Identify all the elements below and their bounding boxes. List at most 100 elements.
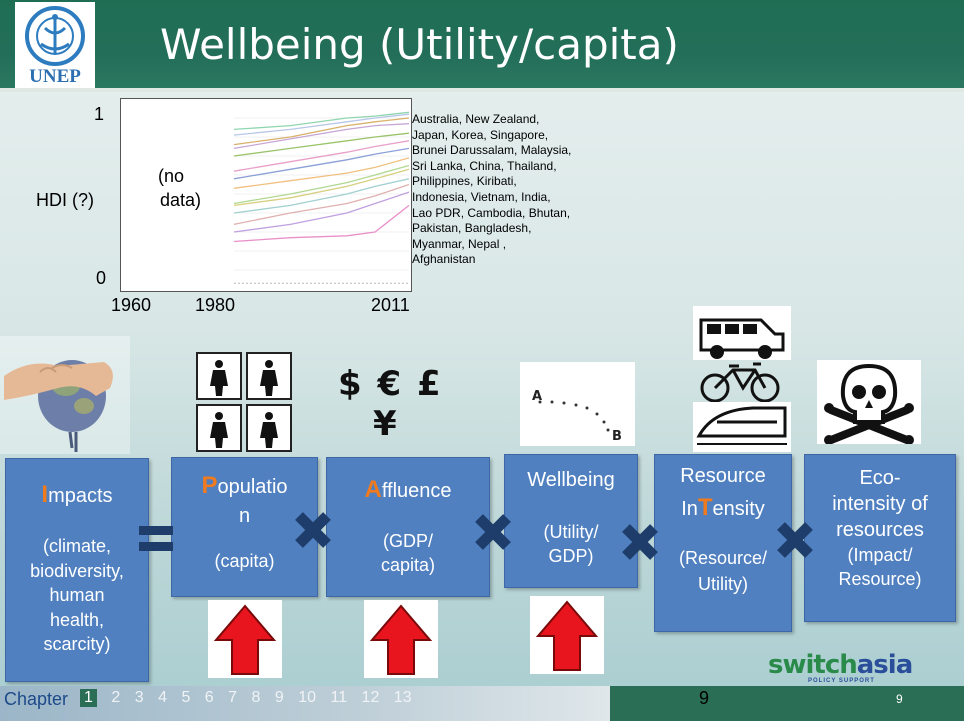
affluence-increase-arrow	[364, 600, 438, 678]
eco-title-line: Eco-	[859, 467, 901, 489]
multiply-sign-icon	[475, 514, 511, 550]
chapter-link-11[interactable]: 11	[330, 689, 348, 706]
country-list: Australia, New Zealand, Japan, Korea, Si…	[412, 112, 622, 268]
chapter-navigation: 1 2 3 4 5 6 7 8 9 10 11 12 13	[80, 689, 422, 707]
chapter-link-9[interactable]: 9	[274, 689, 284, 706]
title-bar-divider	[0, 88, 964, 92]
hdi-series-line	[233, 191, 410, 233]
impacts-rest: mpacts	[48, 485, 113, 507]
chapter-link-2[interactable]: 2	[111, 689, 121, 706]
impacts-sub-line: health,	[49, 609, 105, 630]
affluence-sub-line: (GDP/	[382, 531, 433, 551]
impacts-sub-line: (climate,	[42, 536, 111, 556]
affluence-subtitle: (GDP/ capita)	[327, 529, 489, 577]
wellbeing-subtitle: (Utility/ GDP)	[505, 520, 637, 568]
a-to-b-arrow-path-icon: A B	[532, 389, 622, 444]
country-list-line: Afghanistan	[412, 252, 476, 267]
hdi-series-line	[233, 183, 410, 226]
transport-vehicles-icon	[693, 306, 791, 452]
population-rest: opulatio	[217, 476, 288, 498]
intensity-subtitle: (Resource/ Utility)	[655, 545, 791, 597]
hdi-series-line	[233, 117, 410, 146]
hdi-series-line	[233, 123, 410, 150]
a-to-b-path-picture: A B	[520, 362, 635, 446]
population-title-wrap: n	[238, 505, 251, 527]
country-list-line: Indonesia, Vietnam, India,	[412, 189, 551, 204]
chapter-link-7[interactable]: 7	[228, 689, 238, 706]
chapter-link-3[interactable]: 3	[134, 689, 144, 706]
chapter-link-12[interactable]: 12	[361, 689, 380, 706]
chapter-link-6[interactable]: 6	[204, 689, 214, 706]
hdi-line-chart	[233, 111, 410, 284]
switch-logo-word: switch	[768, 650, 858, 680]
chapter-link-4[interactable]: 4	[158, 689, 167, 706]
y-axis-label: HDI (?)	[36, 190, 94, 210]
red-up-arrow-icon	[369, 604, 433, 675]
chapter-link-1[interactable]: 1	[80, 689, 97, 707]
hdi-series-line	[233, 113, 410, 136]
switch-asia-logo: switchasia POLICY SUPPORT	[768, 650, 928, 684]
hdi-series-line	[233, 140, 410, 172]
chapter-link-13[interactable]: 13	[393, 689, 412, 706]
no-data-label-2: data)	[160, 190, 202, 210]
country-list-line: Pakistan, Bangladesh,	[412, 221, 532, 236]
people-icon	[196, 352, 292, 452]
population-increase-arrow	[208, 600, 282, 678]
multiply-sign-icon	[777, 522, 813, 558]
chapter-nav-bar	[0, 686, 610, 721]
population-box: Populatio n (capita)	[171, 457, 318, 597]
impacts-sub-line: human	[49, 585, 105, 605]
affluence-title: Affluence	[327, 476, 489, 507]
impacts-subtitle: (climate, biodiversity, human health, sc…	[6, 534, 148, 657]
y-axis-min-label: 0	[96, 268, 107, 288]
population-people-icons	[196, 352, 292, 452]
hdi-series-line	[233, 111, 410, 131]
eco-title: Eco- intensity of resources	[805, 465, 955, 543]
multiply-sign-icon	[295, 512, 331, 548]
eco-intensity-box: Eco- intensity of resources (Impact/ Res…	[804, 454, 956, 622]
point-a-label: A	[532, 389, 542, 404]
affluence-sub-line: capita)	[380, 555, 436, 575]
hdi-series-line	[233, 178, 410, 214]
unep-emblem-icon	[25, 6, 85, 66]
country-list-line: Myanmar, Nepal ,	[412, 236, 507, 251]
multiply-sign-icon	[622, 524, 658, 560]
unep-logo-text: UNEP	[29, 66, 81, 87]
wellbeing-title: Wellbeing	[527, 469, 615, 491]
intensity-sub-line: Utility)	[698, 574, 748, 594]
country-list-line: Brunei Darussalam, Malaysia,	[412, 143, 572, 158]
country-list-line: Lao PDR, Cambodia, Bhutan,	[412, 205, 571, 220]
title-bar	[0, 0, 964, 90]
red-up-arrow-icon	[535, 600, 599, 671]
intensity-initial: T	[697, 494, 713, 521]
slide-title: Wellbeing (Utility/capita)	[160, 20, 679, 69]
skull-picture	[817, 360, 921, 445]
eco-sub-line: Resource)	[838, 569, 922, 589]
hdi-series-line	[233, 132, 410, 157]
hdi-chart-frame	[120, 98, 412, 292]
eco-sub-line: (Impact/	[847, 545, 913, 565]
equals-sign-icon	[139, 526, 173, 551]
hdi-series-line	[233, 164, 410, 205]
intensity-title: InTensity	[655, 494, 791, 525]
resource-intensity-box: Resource InTensity (Resource/ Utility)	[654, 454, 792, 632]
switch-logo-tagline: POLICY SUPPORT	[808, 678, 875, 684]
intensity-title-line: Resource	[680, 465, 766, 487]
currency-symbols: $ € £	[338, 364, 443, 404]
country-list-line: Australia, New Zealand,	[412, 112, 540, 126]
chapter-link-5[interactable]: 5	[181, 689, 191, 706]
slide-number: 9	[896, 692, 903, 706]
eco-title-line: resources	[836, 519, 924, 541]
population-initial: P	[201, 472, 218, 499]
point-b-label: B	[612, 429, 622, 444]
wellbeing-box: Wellbeing (Utility/ GDP)	[504, 454, 638, 588]
chapter-link-8[interactable]: 8	[251, 689, 261, 706]
x-tick-label: 2011	[371, 295, 410, 315]
impacts-title: Impacts	[6, 481, 148, 512]
wellbeing-sub-line: GDP)	[548, 546, 594, 566]
hdi-series-line	[233, 157, 410, 189]
eco-subtitle: (Impact/ Resource)	[805, 543, 955, 591]
affluence-rest: ffluence	[381, 480, 452, 502]
population-title: Populatio	[172, 472, 317, 503]
chapter-link-10[interactable]: 10	[298, 689, 317, 706]
